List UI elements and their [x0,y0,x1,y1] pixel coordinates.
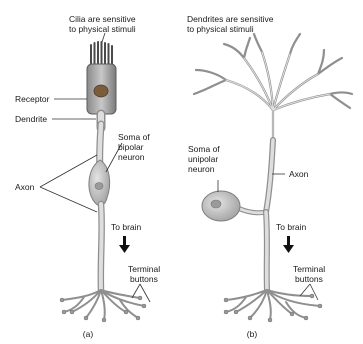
to-brain-arrow-a [119,236,130,253]
unipolar-soma [202,191,240,221]
terminal-label-b-line-2: buttons [295,274,323,284]
soma-bipolar-label-line-3: neuron [118,152,145,162]
axon-a-leader-1 [40,155,97,187]
soma-bipolar-label-line-1: Soma of [118,132,150,142]
to-brain-label-a: To brain [111,222,142,232]
terminal-branches-b [226,290,320,320]
cilia-leader [102,33,105,42]
axon-a-leader-2 [40,187,97,212]
soma-unipolar-label-line-1: Soma of [188,144,220,154]
terminal-branches-a [62,290,144,320]
axon-label-b: Axon [289,169,309,179]
terminal-label-a-line-2: buttons [130,274,158,284]
terminal-b-leader-1 [300,284,310,296]
caption-a: (a) [83,329,94,339]
dendrites-label-line-2: to physical stimuli [187,24,254,34]
terminal-a-leader-1 [132,284,140,298]
receptor-label: Receptor [15,94,50,104]
terminal-label-a-line-1: Terminal [128,264,160,274]
dendrite-label: Dendrite [15,114,47,124]
to-brain-arrow-b [283,236,294,253]
unipolar-neuron-drawing [194,34,352,322]
caption-b: (b) [247,329,258,339]
cilia [91,42,112,65]
to-brain-label-b: To brain [276,222,307,232]
cilia-label-line-2: to physical stimuli [69,24,136,34]
soma-unipolar-label-line-3: neuron [188,164,215,174]
dendrites-label-line-1: Dendrites are sensitive [187,14,274,24]
terminal-label-b-line-1: Terminal [293,264,325,274]
axon-label-a: Axon [15,182,35,192]
bipolar-soma-nucleus [95,183,103,190]
receptor-nucleus [94,85,108,97]
soma-unipolar-label-line-2: unipolar [188,154,218,164]
cilia-label-line-1: Cilia are sensitive [69,14,136,24]
soma-bipolar-label-line-2: bipolar [118,142,144,152]
unipolar-soma-nucleus [211,200,221,208]
